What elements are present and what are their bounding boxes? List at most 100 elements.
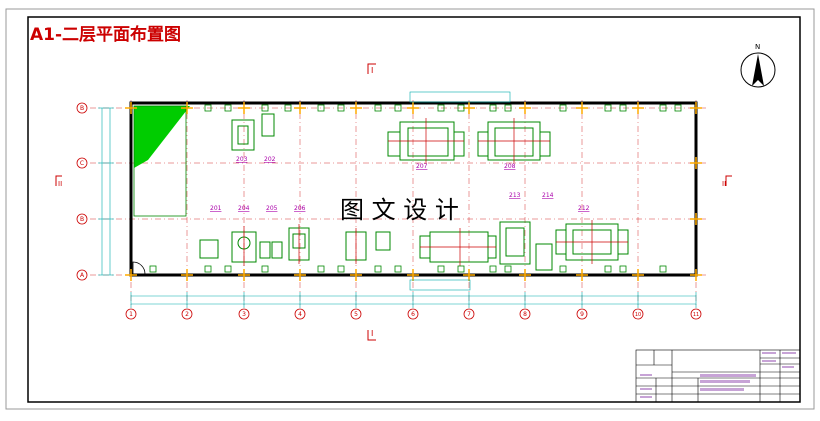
column-marker [238,269,250,281]
equipment-label: 204 [238,205,250,212]
dimension-ticks [98,107,697,308]
column-axis-bubble: 8 [519,308,531,320]
column-marker [576,269,588,281]
column-marker [125,269,137,281]
drawing-title: A1-二层平面布置图 [30,24,181,45]
equipment-label: 206 [294,205,306,212]
section-markers [55,63,732,341]
column-axis-label: 8 [523,311,527,318]
column-marker [350,269,362,281]
row-axis-label: B [80,216,84,223]
wall-marker [337,265,345,273]
stair-outline [133,105,187,217]
north-label: N [755,43,760,51]
column-axis-label: 11 [693,312,699,318]
wall-marker [224,265,232,273]
wall-marker [149,265,157,273]
equipment-label: 205 [266,205,278,212]
column-axis-bubble: 5 [350,308,362,320]
column-marker [632,102,644,114]
wall-marker [284,104,292,112]
columns [125,102,702,281]
section-marker-left: II [58,180,62,188]
column-axis-bubble: 1 [125,308,137,320]
equipment-label: 213 [509,192,521,199]
equipment-labels: 203 202 207 208 201 204 205 206 213 214 212 [210,156,590,212]
wall-marker [261,265,269,273]
wall-marker [504,265,512,273]
wall-marker [457,104,465,112]
wall-marker [559,104,567,112]
equipment-label: 203 [236,156,248,163]
watermark: 图 文 设 计 [340,196,459,224]
column-marker [690,213,702,225]
north-arrow: N [740,43,776,88]
column-axis-label: 9 [580,311,584,318]
column-marker [576,102,588,114]
column-axis-bubble: 9 [576,308,588,320]
title-block-fill [640,352,796,398]
row-axis-bubble: A [76,269,88,281]
wall-marker [394,104,402,112]
section-marker-top: I [371,66,373,75]
wall-marker [457,265,465,273]
title-block [635,349,801,403]
column-axis-bubble: 11 [690,308,702,320]
column-marker [519,102,531,114]
row-axis-bubble: B [76,213,88,225]
machine-214 [535,243,553,271]
wall-marker [317,265,325,273]
row-axis-label: B [80,105,84,112]
column-axis-bubble: 6 [407,308,419,320]
column-marker [632,269,644,281]
wall-marker [619,104,627,112]
wall-marker [489,104,497,112]
equipment-label: 208 [504,163,516,170]
machine-201 [199,239,219,259]
column-axis-bubble: 2 [181,308,193,320]
grid-lines-horizontal [90,107,706,276]
column-axis-label: 1 [129,311,133,318]
wall-marker [504,104,512,112]
wall-marker [394,265,402,273]
machine-202 [261,113,275,137]
equipment-label: 207 [416,163,428,170]
column-marker [463,102,475,114]
column-axis-label: 4 [298,311,302,318]
row-axis-label: A [80,272,85,279]
column-marker [350,102,362,114]
wall-marker [261,104,269,112]
equipment-label: 212 [578,205,590,212]
dimension-lines [101,91,696,305]
machine-mid-b [375,231,391,251]
sheet-border [5,8,815,410]
column-marker [181,102,193,114]
wall-marker [204,265,212,273]
equipment-label: 214 [542,192,554,199]
row-axis-bubble: B [76,102,88,114]
column-axis-label: 2 [185,311,189,318]
equipment-label: 202 [264,156,276,163]
column-axis-label: 5 [354,311,358,318]
wall-marker [659,265,667,273]
equipment-label: 201 [210,205,222,212]
column-marker [690,269,702,281]
row-axis-label: C [80,160,84,167]
column-marker [407,102,419,114]
column-marker [294,102,306,114]
column-marker [463,269,475,281]
section-marker-bottom: I [371,329,373,338]
column-axis-bubble: 10 [632,308,644,320]
wall-marker [374,104,382,112]
column-marker [690,157,702,169]
column-marker [690,102,702,114]
machine-205 [259,241,271,259]
wall-marker [674,104,682,112]
column-marker [125,102,137,114]
column-axis-label: 3 [242,311,246,318]
wall-marker [559,265,567,273]
column-axis-label: 10 [635,312,641,318]
column-marker [519,269,531,281]
